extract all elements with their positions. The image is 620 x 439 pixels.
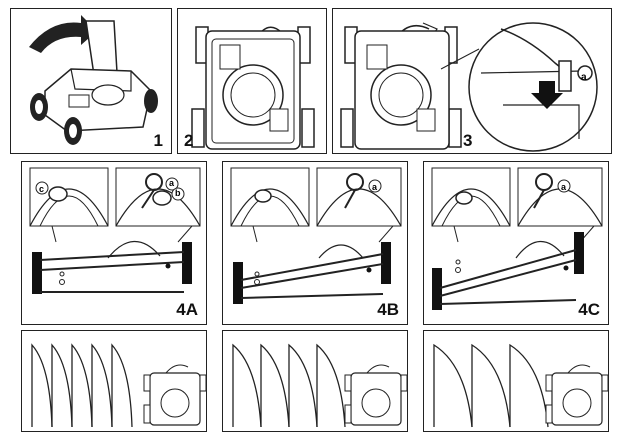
callout-a-step3: a [581,72,587,83]
grass-bag-removal-illustration [29,15,158,145]
mower-icon [545,364,608,426]
cutting-pattern-tall-illustration [31,343,206,428]
wheel-height-level-illustration-4c [431,167,603,310]
callout-a-4a: a [169,178,175,188]
height-lever-adjustment-illustration [340,22,598,152]
step-4c-panel: a 4C [423,161,609,325]
step-2-number: 2 [184,131,194,150]
step-4a-number: 4A [176,300,198,319]
mower-top-view-illustration [191,26,315,150]
step-3-number: 3 [463,131,473,150]
mower-icon [143,364,206,426]
step-4a-panel: c a b 4A [21,161,207,325]
callout-a-4c: a [561,182,567,192]
callout-c: c [39,184,45,194]
step-2-panel: 2 [177,8,327,154]
cut-pattern-panel-low [21,330,207,432]
callout-a-4b: a [372,182,378,192]
cut-pattern-panel-mid [222,330,408,432]
cut-pattern-panel-high [423,330,609,432]
mower-icon [344,364,407,426]
callout-b: b [175,188,181,198]
step-4b-panel: a 4B [222,161,408,325]
step-1-panel: 1 [10,8,172,154]
step-1-number: 1 [153,131,163,150]
step-3-panel: a 3 [332,8,612,154]
wheel-height-level-illustration-4b [230,167,402,304]
step-4c-number: 4C [578,300,600,319]
cutting-pattern-medium-illustration [232,343,407,428]
cutting-pattern-short-illustration [433,343,608,428]
wheel-height-level-illustration-4a [29,167,201,294]
step-4b-number: 4B [377,300,399,319]
